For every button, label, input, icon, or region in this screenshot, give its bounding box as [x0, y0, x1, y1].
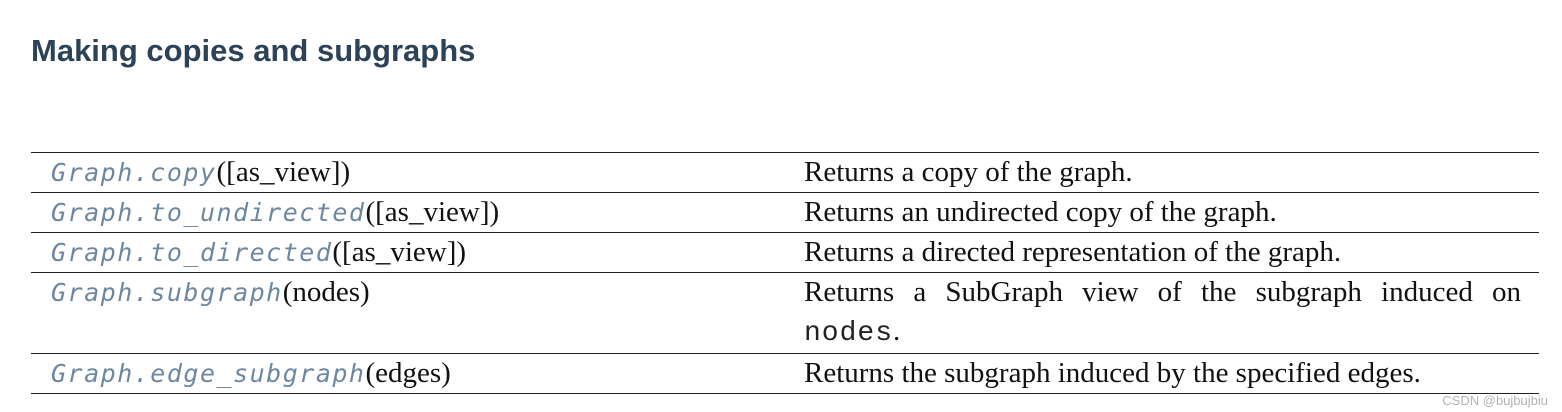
description-cell: Returns a SubGraph view of the subgraph …	[804, 273, 1539, 354]
signature-cell: Graph.to_directed([as_view])	[31, 233, 804, 273]
method-link-subgraph[interactable]: Graph.subgraph	[51, 278, 283, 307]
methods-table: Graph.copy([as_view]) Returns a copy of …	[31, 152, 1539, 394]
method-args: ([as_view])	[332, 236, 467, 268]
table-row: Graph.to_directed([as_view]) Returns a d…	[31, 233, 1539, 273]
method-description: Returns a copy of the graph.	[804, 156, 1133, 188]
inline-code-nodes: nodes	[804, 318, 894, 349]
signature-cell: Graph.subgraph(nodes)	[31, 273, 804, 354]
description-suffix: .	[893, 315, 901, 347]
table-row: Graph.subgraph(nodes) Returns a SubGraph…	[31, 273, 1539, 354]
description-cell: Returns an undirected copy of the graph.	[804, 193, 1539, 233]
method-link-copy[interactable]: Graph.copy	[51, 158, 217, 187]
method-args: (nodes)	[282, 276, 370, 308]
signature-cell: Graph.edge_subgraph(edges)	[31, 354, 804, 394]
table-row: Graph.copy([as_view]) Returns a copy of …	[31, 153, 1539, 193]
method-description: Returns an undirected copy of the graph.	[804, 196, 1277, 228]
method-link-to-undirected[interactable]: Graph.to_undirected	[51, 198, 366, 227]
method-link-edge-subgraph[interactable]: Graph.edge_subgraph	[51, 359, 366, 388]
method-link-to-directed[interactable]: Graph.to_directed	[51, 238, 333, 267]
method-description: Returns a directed representation of the…	[804, 236, 1342, 268]
table-row: Graph.edge_subgraph(edges) Returns the s…	[31, 354, 1539, 394]
method-args: ([as_view])	[365, 196, 500, 228]
method-description: Returns a SubGraph view of the subgraph …	[804, 276, 1521, 308]
watermark: CSDN @bujbujbiu	[1442, 393, 1548, 408]
method-args: ([as_view])	[216, 156, 351, 188]
description-cell: Returns a copy of the graph.	[804, 153, 1539, 193]
description-cell: Returns a directed representation of the…	[804, 233, 1539, 273]
method-args: (edges)	[365, 357, 451, 389]
description-cell: Returns the subgraph induced by the spec…	[804, 354, 1539, 394]
method-description: Returns the subgraph induced by the spec…	[804, 357, 1421, 389]
signature-cell: Graph.to_undirected([as_view])	[31, 193, 804, 233]
section-heading: Making copies and subgraphs	[31, 33, 476, 68]
table-row: Graph.to_undirected([as_view]) Returns a…	[31, 193, 1539, 233]
signature-cell: Graph.copy([as_view])	[31, 153, 804, 193]
